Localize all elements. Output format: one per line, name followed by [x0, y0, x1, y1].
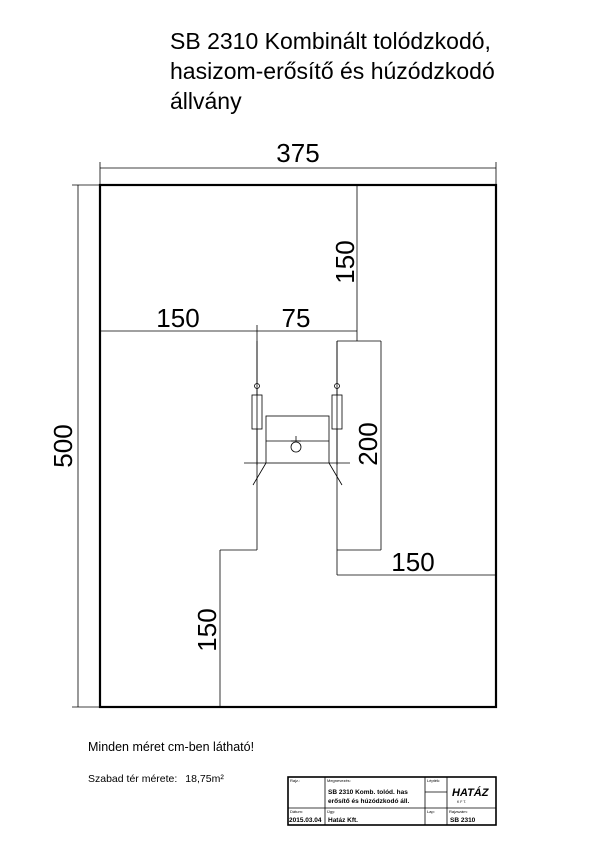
tb-drawing-no-label: Rajzszám: [449, 809, 468, 814]
dim-equipment-200: 200 [353, 422, 383, 465]
dim-height-500: 500 [48, 424, 78, 467]
title-line-2: hasizom-erősítő és húzódzkodó [170, 58, 495, 84]
units-note: Minden méret cm-ben látható! [88, 740, 255, 754]
dim-lower-left-150: 150 [192, 608, 222, 651]
dim-right-span-150: 150 [391, 547, 434, 577]
tb-drawn-label: Rajz.: [290, 778, 300, 783]
dim-left-span-150: 150 [156, 303, 199, 333]
dim-width-375: 375 [276, 138, 319, 168]
free-area-outline [98, 183, 498, 709]
tb-drawing-no: SB 2310 [450, 817, 476, 824]
title-line-3: állvány [170, 88, 242, 114]
free-area-value: 18,75m² [185, 773, 224, 785]
company-logo: HATÁZ [452, 786, 490, 799]
drawing-title: SB 2310 Kombinált tolódzkodó, hasizom-er… [170, 26, 590, 116]
company-logo-subtitle: K F T. [457, 800, 466, 804]
tb-date: 2015.03.04 [289, 817, 322, 824]
tb-scale-label: Lépték: [427, 778, 440, 783]
tb-company: Hatáz Kft. [328, 817, 358, 824]
dim-mid-span-75: 75 [282, 303, 311, 333]
tb-company-label: Ügy: [327, 809, 335, 814]
tb-name-line-1: SB 2310 Komb. tolód. has [328, 789, 408, 796]
dim-upper-right-150: 150 [330, 240, 360, 283]
title-block: Rajz.: Megnevezés: SB 2310 Komb. tolód. … [287, 776, 497, 826]
title-line-1: SB 2310 Kombinált tolódzkodó, [170, 28, 491, 54]
free-area-label: Szabad tér mérete: [88, 773, 178, 785]
tb-name-line-2: erősítő és húzódzkodó áll. [328, 798, 409, 805]
tb-date-label: Dátum: [290, 809, 303, 814]
equipment-top-view [244, 341, 350, 486]
tb-sheet-label: Lap: [427, 809, 435, 814]
dimension-lines [72, 162, 497, 708]
free-area-text: Szabad tér mérete: 18,75m² [88, 773, 224, 785]
tb-name-label: Megnevezés: [327, 778, 351, 783]
